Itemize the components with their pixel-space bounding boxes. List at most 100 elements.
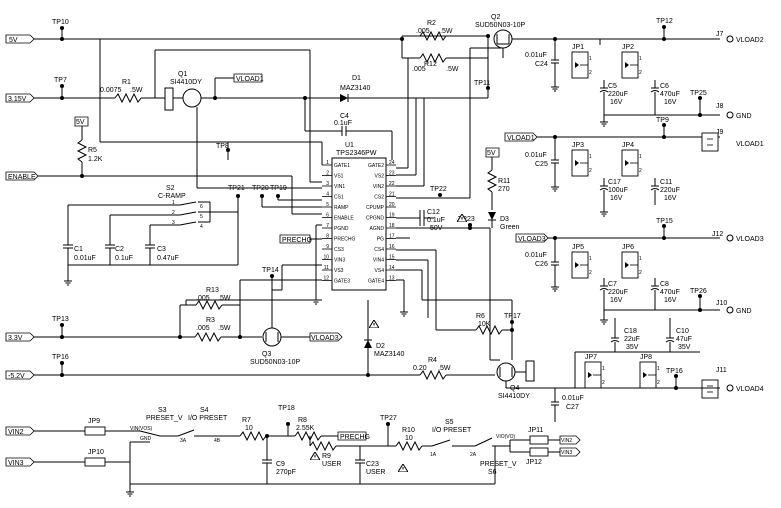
svg-text:J9: J9	[716, 129, 724, 136]
svg-text:D3: D3	[500, 216, 509, 223]
svg-text:R13: R13	[206, 287, 219, 294]
u1-pin-num-21: 21	[389, 192, 395, 198]
svg-text:VLOAD3: VLOAD3	[311, 335, 339, 342]
u1-pin-name-3: VIN1	[334, 184, 345, 190]
jp10-block[interactable]	[84, 457, 106, 467]
svg-text:S6: S6	[488, 469, 497, 476]
svg-text:TP14: TP14	[262, 267, 279, 274]
svg-text:TP16: TP16	[666, 368, 683, 375]
svg-text:470uF: 470uF	[660, 289, 680, 296]
svg-text:S3: S3	[158, 407, 167, 414]
svg-text:C11: C11	[660, 179, 672, 186]
r11-d3-led: 5V R11 270 D3 Green	[485, 147, 520, 231]
svg-text:16V: 16V	[664, 99, 677, 106]
u1-pin-name-8: PRECHG	[334, 237, 356, 243]
u1-pin-num-12: 12	[323, 276, 329, 282]
u1-pin-num-16: 16	[389, 244, 395, 250]
svg-text:JP11: JP11	[528, 427, 544, 434]
svg-text:VIN3: VIN3	[561, 450, 572, 456]
u1-pin-num-6: 6	[326, 213, 329, 219]
svg-text:PRECHG: PRECHG	[282, 237, 312, 244]
svg-text:0.1uF: 0.1uF	[115, 255, 133, 262]
u1-body	[331, 157, 387, 291]
svg-text:S5: S5	[445, 419, 454, 426]
u1-pin-name-13: GATE4	[368, 279, 384, 285]
jumper-8-pin-1: 1	[657, 366, 660, 372]
u1-ic: U1 TPS2346PW GATE11VS12VIN13CS14RAMP5ENA…	[322, 142, 396, 291]
jumper-7-label: JP7	[585, 354, 597, 361]
u1-pin-num-22: 22	[389, 181, 395, 187]
svg-text:TP19: TP19	[270, 185, 287, 192]
svg-text:GND: GND	[140, 436, 152, 442]
svg-text:.005: .005	[416, 28, 430, 35]
tp10-dot[interactable]	[60, 26, 64, 30]
tp7-dot[interactable]	[60, 84, 64, 88]
u1-pin-name-15: VIN4	[373, 258, 384, 264]
jp9-block[interactable]	[84, 426, 106, 436]
svg-text:VIN2: VIN2	[8, 429, 24, 436]
svg-text:5V: 5V	[76, 119, 85, 126]
tp12-dot[interactable]	[662, 25, 666, 29]
jumper-6-pin-1: 1	[639, 256, 642, 262]
u1-pin-num-10: 10	[323, 255, 329, 261]
svg-text:2.55K: 2.55K	[296, 425, 315, 432]
svg-text:JP12: JP12	[526, 459, 542, 466]
svg-text:JP10: JP10	[88, 449, 104, 456]
jumper-3-pin-marker	[575, 160, 579, 166]
svg-text:C8: C8	[660, 281, 669, 288]
svg-text:C1: C1	[74, 246, 83, 253]
connector-j9-body[interactable]	[701, 132, 719, 152]
svg-text:10K: 10K	[478, 321, 491, 328]
svg-text:C17: C17	[608, 179, 621, 186]
svg-text:J11: J11	[716, 367, 727, 374]
jp12-block[interactable]	[529, 447, 549, 457]
svg-text:TP21: TP21	[228, 185, 245, 192]
svg-text:D1: D1	[352, 75, 361, 82]
r2-r12-resistors: R2 .005 .5W .005 R12 .5W	[400, 20, 490, 73]
jumper-4-pin-1: 1	[639, 154, 642, 160]
svg-text:16V: 16V	[610, 297, 623, 304]
tp21-tp20-tp19: TP21 TP20 TP19	[228, 185, 322, 265]
svg-text:R6: R6	[476, 313, 485, 320]
svg-text:.005: .005	[412, 66, 426, 73]
q3-mosfet: TP14 Q3 SUD50N03-10P VLOAD3	[250, 264, 343, 366]
svg-text:.005: .005	[196, 295, 210, 302]
r6-q4: R6 10K TP17 Q4 SI4410DY	[470, 228, 535, 400]
jp11-block[interactable]	[529, 435, 549, 445]
jumper-8-pin-marker	[643, 372, 647, 378]
svg-text:VLOAD4: VLOAD4	[736, 386, 764, 393]
tp10-label: TP10	[52, 19, 69, 26]
svg-text:GND: GND	[736, 308, 752, 315]
u1-pin-name-4: CS1	[334, 195, 344, 201]
svg-text:5: 5	[200, 214, 203, 220]
svg-text:3.3V: 3.3V	[8, 335, 23, 342]
svg-text:Q4: Q4	[510, 385, 519, 392]
svg-text:1A: 1A	[430, 452, 437, 458]
svg-text:4: 4	[200, 224, 203, 230]
jumper-3-pin-1: 1	[589, 154, 592, 160]
q2-mosfet: Q2 SUD50N03-10P	[475, 14, 601, 58]
svg-text:TP16: TP16	[52, 354, 69, 361]
svg-text:100uF: 100uF	[608, 187, 628, 194]
jumper-7-pin-2: 2	[602, 380, 605, 386]
svg-text:16V: 16V	[610, 99, 623, 106]
u1-pin-num-24: 24	[389, 160, 395, 166]
connector-j11-body[interactable]	[701, 379, 719, 399]
svg-text:I/O PRESET: I/O PRESET	[432, 427, 472, 434]
u1-pin-num-9: 9	[326, 244, 329, 250]
svg-text:VLOAD1: VLOAD1	[236, 76, 264, 83]
u1-pin-name-2: VS1	[334, 174, 344, 180]
svg-text:J8: J8	[716, 103, 724, 110]
u1-pin-name-6: ENABLE	[334, 216, 354, 222]
svg-text:SI4410DY: SI4410DY	[170, 79, 202, 86]
s2-switch-ramp-caps: S2 C-RAMP 1 2 3 6 5 4 C1 0.01uF C2 0.1uF	[63, 185, 238, 286]
svg-text:S2: S2	[166, 185, 175, 192]
svg-text:4B: 4B	[214, 438, 221, 444]
bottom-preset: VIN2 JP9 VIN3 JP10 S3 PRESET_V VIN(VOS) …	[5, 405, 581, 497]
svg-text:0.01uF: 0.01uF	[525, 252, 547, 259]
d2-diode: D2 MAZ3140	[364, 300, 404, 375]
svg-text:0.01uF: 0.01uF	[525, 152, 547, 159]
svg-text:5V: 5V	[9, 37, 18, 44]
jumper-2-pin-2: 2	[639, 70, 642, 76]
